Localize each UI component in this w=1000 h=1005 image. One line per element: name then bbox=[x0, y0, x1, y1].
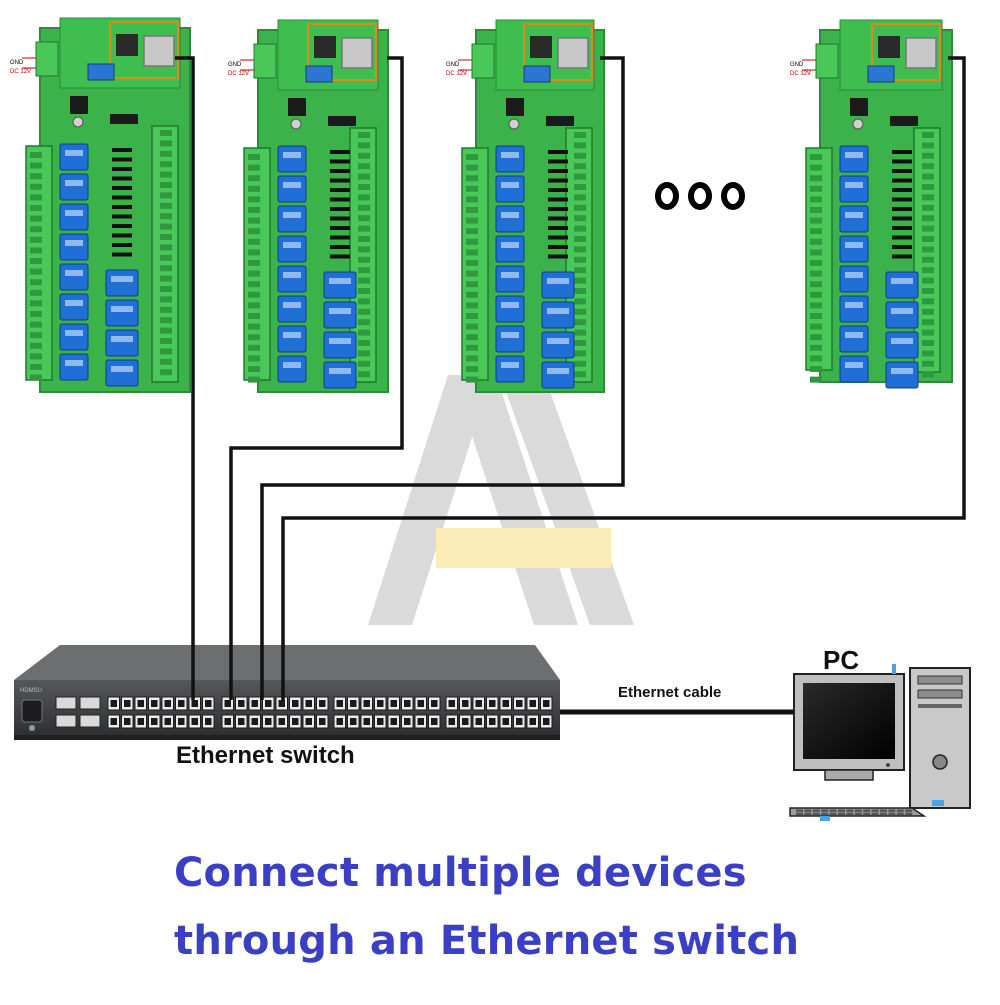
relay-icon bbox=[277, 265, 307, 293]
power-label-dc: DC 12V bbox=[790, 71, 811, 77]
relay-icon bbox=[839, 265, 869, 293]
relay-icon bbox=[323, 331, 357, 359]
relay-icon bbox=[839, 145, 869, 173]
relay-icon bbox=[541, 271, 575, 299]
ethernet-jack-icon bbox=[143, 35, 175, 67]
relay-icon bbox=[839, 235, 869, 263]
relay-icon bbox=[59, 173, 89, 201]
relay-icon bbox=[59, 233, 89, 261]
power-label-gnd: GND bbox=[790, 62, 804, 68]
relay-icon bbox=[495, 175, 525, 203]
relay-icon bbox=[59, 323, 89, 351]
relay-icon bbox=[105, 299, 139, 327]
caption-line-2: through an Ethernet switch bbox=[174, 918, 800, 964]
ethernet-jack-icon bbox=[341, 37, 373, 69]
relay-board-4: GND DC 12V bbox=[790, 19, 953, 389]
ethernet-switch-label: Ethernet switch bbox=[176, 742, 355, 769]
pc-label: PC bbox=[823, 645, 860, 675]
relay-icon bbox=[59, 203, 89, 231]
power-label-dc: DC 12V bbox=[446, 71, 467, 77]
relay-icon bbox=[839, 295, 869, 323]
relay-icon bbox=[839, 205, 869, 233]
relay-icon bbox=[839, 355, 869, 383]
relay-icon bbox=[885, 361, 919, 389]
ethernet-port-highlight bbox=[871, 23, 941, 81]
console-port-icon bbox=[21, 699, 43, 723]
watermark-logo bbox=[368, 375, 634, 625]
relay-icon bbox=[323, 271, 357, 299]
relay-icon bbox=[495, 295, 525, 323]
ethernet-cable-label: Ethernet cable bbox=[618, 684, 722, 701]
relay-icon bbox=[277, 235, 307, 263]
caption-line-1: Connect multiple devices bbox=[174, 850, 747, 896]
cable-board-4 bbox=[281, 56, 966, 700]
cable-board-3 bbox=[260, 56, 625, 700]
ethernet-port-highlight bbox=[523, 23, 593, 81]
relay-icon bbox=[277, 175, 307, 203]
ethernet-jack-icon bbox=[557, 37, 589, 69]
relay-icon bbox=[839, 175, 869, 203]
relay-icon bbox=[885, 331, 919, 359]
relay-icon bbox=[541, 361, 575, 389]
relay-icon bbox=[105, 359, 139, 387]
power-label-gnd: GND bbox=[10, 60, 24, 66]
relay-icon bbox=[495, 265, 525, 293]
ethernet-switch: HDMSU bbox=[14, 645, 560, 740]
relay-icon bbox=[59, 353, 89, 381]
relay-icon bbox=[495, 235, 525, 263]
pc-computer bbox=[789, 664, 971, 821]
relay-icon bbox=[105, 329, 139, 357]
relay-icon bbox=[277, 295, 307, 323]
ethernet-port-highlight bbox=[307, 23, 377, 81]
relay-icon bbox=[59, 143, 89, 171]
switch-ports bbox=[55, 696, 553, 729]
relay-icon bbox=[59, 263, 89, 291]
cable-board-2 bbox=[229, 56, 404, 700]
relay-icon bbox=[323, 301, 357, 329]
relay-icon bbox=[885, 271, 919, 299]
relay-boards: GND DC 12V GND DC 12V GND DC 12V GND DC 12V bbox=[10, 17, 953, 393]
ethernet-cables bbox=[175, 56, 966, 715]
power-label-gnd: GND bbox=[228, 62, 242, 68]
switch-led-icon bbox=[29, 725, 35, 731]
relay-icon bbox=[323, 361, 357, 389]
ethernet-port-highlight bbox=[109, 21, 179, 79]
relay-icon bbox=[495, 145, 525, 173]
relay-icon bbox=[277, 355, 307, 383]
relay-icon bbox=[59, 293, 89, 321]
relay-icon bbox=[495, 205, 525, 233]
relay-icon bbox=[495, 355, 525, 383]
relay-icon bbox=[105, 269, 139, 297]
more-devices-ellipsis bbox=[655, 182, 745, 210]
cable-board-1 bbox=[175, 56, 195, 700]
relay-icon bbox=[839, 325, 869, 353]
relay-board-1: GND DC 12V bbox=[10, 17, 191, 393]
ethernet-jack-icon bbox=[905, 37, 937, 69]
relay-icon bbox=[277, 325, 307, 353]
relay-board-2: GND DC 12V bbox=[228, 19, 389, 393]
power-label-dc: DC 12V bbox=[10, 69, 31, 75]
relay-board-3: GND DC 12V bbox=[446, 19, 605, 393]
power-label-dc: DC 12V bbox=[228, 71, 249, 77]
relay-icon bbox=[541, 331, 575, 359]
relay-icon bbox=[541, 301, 575, 329]
relay-icon bbox=[277, 205, 307, 233]
relay-icon bbox=[495, 325, 525, 353]
power-label-gnd: GND bbox=[446, 62, 460, 68]
switch-brand: HDMSU bbox=[20, 688, 42, 694]
relay-icon bbox=[885, 301, 919, 329]
relay-icon bbox=[277, 145, 307, 173]
